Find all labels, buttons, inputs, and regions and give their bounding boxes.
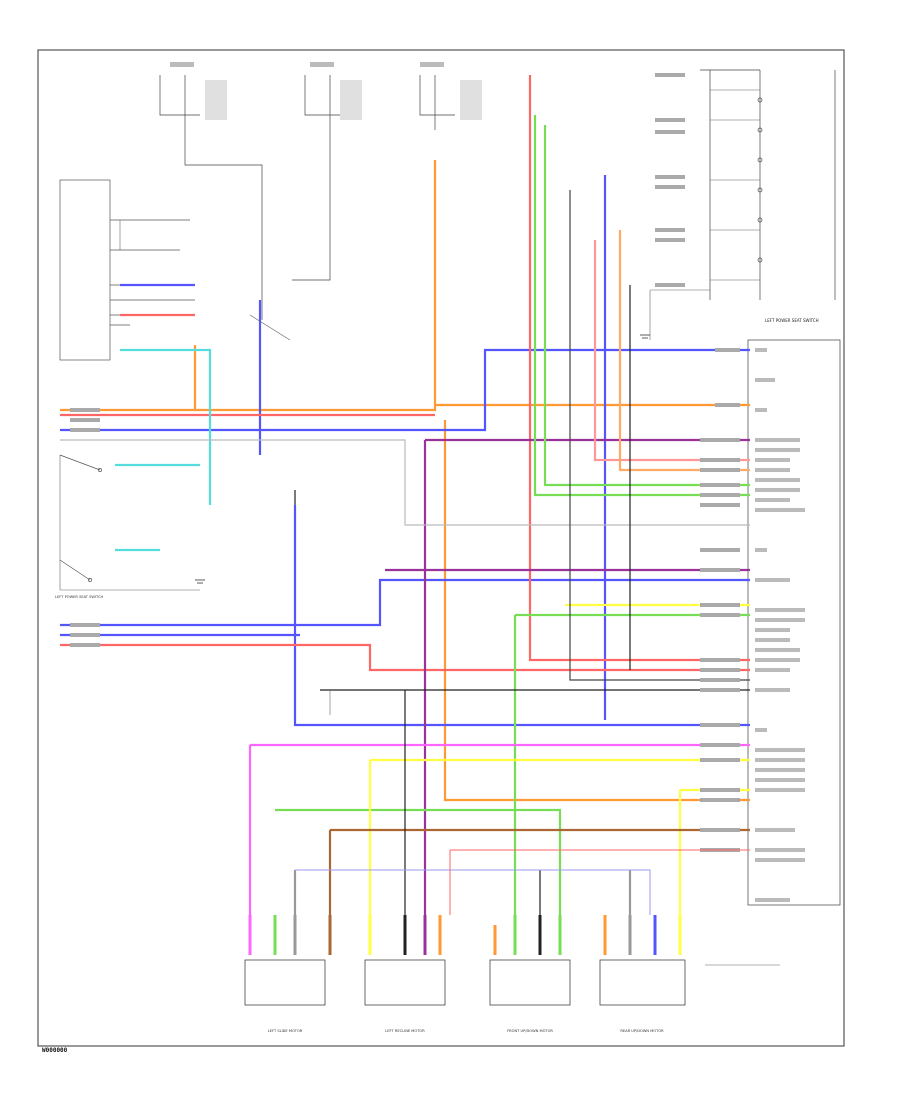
wire-tags (70, 73, 740, 852)
ground-symbols (195, 334, 650, 584)
diagram-frame (37, 49, 845, 1047)
motor-label-1: LEFT SLIDE MOTOR (268, 1029, 303, 1033)
motor-feed-lines (295, 849, 750, 915)
motor-label-2: LEFT RECLINE MOTOR (385, 1029, 425, 1033)
thin-traces (59, 89, 780, 966)
motor-terminals (248, 915, 682, 955)
wire-traces (60, 75, 750, 935)
motor-label-4: REAR UP/DOWN MOTOR (620, 1029, 664, 1033)
right-connector-block (747, 339, 841, 906)
left-switch-label: LEFT POWER SEAT SWITCH (55, 595, 104, 599)
left-switch-block (59, 454, 102, 582)
connector-pin-labels (755, 348, 805, 902)
right-switch-assembly (700, 69, 836, 300)
fuse-group-left (159, 75, 455, 320)
connector-title: LEFT POWER SEAT SWITCH (765, 318, 819, 323)
diagram-code: W000000 (42, 1047, 68, 1054)
motor-boxes (244, 959, 686, 1006)
fuse-labels (170, 62, 482, 120)
left-module-box (59, 179, 195, 361)
motor-label-3: FRONT UP/DOWN MOTOR (507, 1029, 553, 1033)
